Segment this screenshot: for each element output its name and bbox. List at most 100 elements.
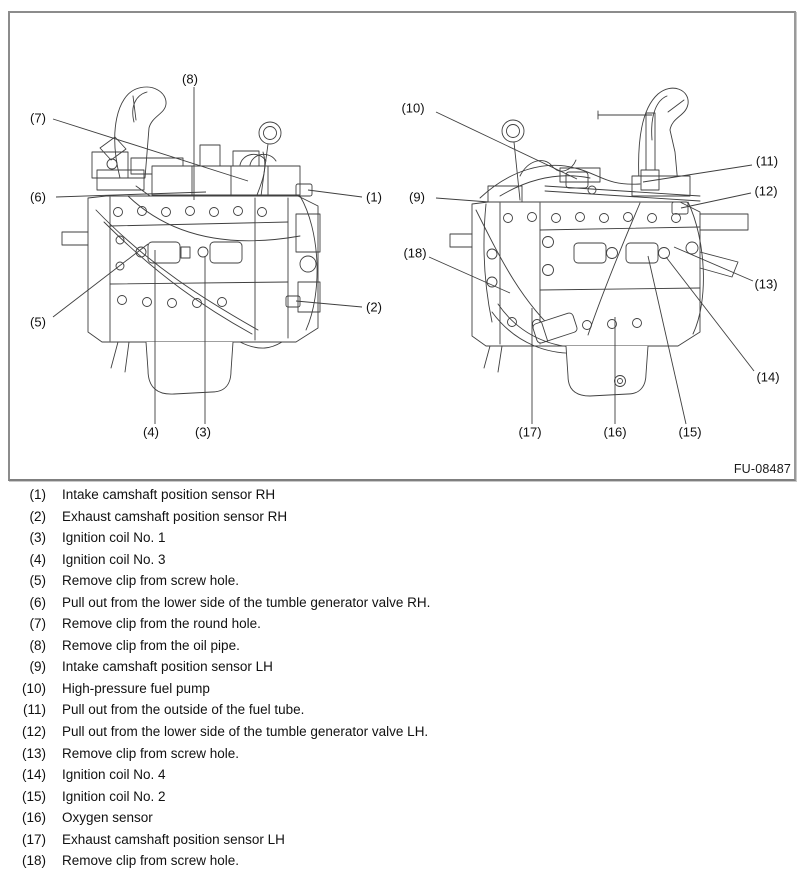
- legend-item-number: (18): [21, 853, 46, 869]
- legend-item-text: Ignition coil No. 3: [62, 551, 166, 567]
- callout-label-9: (9): [409, 190, 425, 205]
- callout-label-13: (13): [754, 277, 777, 292]
- legend-item-number: (3): [29, 530, 47, 546]
- legend-item-number: (16): [21, 810, 46, 826]
- legend-item: (8) Remove clip from the oil pipe.: [0, 635, 805, 657]
- legend-item-text: Ignition coil No. 2: [62, 788, 166, 804]
- callout-label-7: (7): [30, 111, 46, 126]
- callout-label-8: (8): [182, 72, 198, 87]
- legend-item: (4) Ignition coil No. 3: [0, 549, 805, 571]
- legend-list: (1) Intake camshaft position sensor RH (2)…: [0, 484, 805, 870]
- callout-label-6: (6): [30, 190, 46, 205]
- legend-item-text: Remove clip from screw hole.: [62, 853, 240, 869]
- callout-label-10: (10): [401, 101, 424, 116]
- legend-item: (5) Remove clip from screw hole.: [0, 570, 805, 592]
- legend-item-number: (8): [29, 637, 47, 653]
- leader-line-1: [307, 189, 363, 198]
- legend-item-text: High-pressure fuel pump: [62, 680, 210, 696]
- legend-item: (2) Exhaust camshaft position sensor RH: [0, 506, 805, 528]
- leader-line-9: [435, 197, 490, 203]
- callout-label-3: (3): [195, 425, 211, 440]
- legend-item-number: (11): [22, 702, 46, 718]
- legend-item: (17) Exhaust camshaft position sensor LH: [0, 829, 805, 851]
- callout-label-17: (17): [518, 425, 541, 440]
- leader-line-6: [55, 191, 207, 198]
- leader-line-5: [52, 243, 149, 318]
- legend-item-text: Remove clip from screw hole.: [62, 573, 240, 589]
- legend-item: (13) Remove clip from screw hole.: [0, 743, 805, 765]
- legend-item-text: Ignition coil No. 1: [62, 530, 166, 546]
- leader-line-14: [665, 256, 755, 372]
- callout-label-4: (4): [143, 425, 159, 440]
- callout-label-5: (5): [30, 315, 46, 330]
- legend-item: (6) Pull out from the lower side of the t…: [0, 592, 805, 614]
- legend-item-number: (4): [29, 551, 47, 567]
- legend-item: (10) High-pressure fuel pump: [0, 678, 805, 700]
- callout-label-14: (14): [756, 370, 779, 385]
- oil-pan-lh: [565, 345, 649, 397]
- engine-diagram: (1) (2) (3) (4) (5) (6) (7) (8) (9) (10) (11) (12) (…: [30, 72, 780, 440]
- leader-line-13: [673, 246, 754, 282]
- handle-rod: [597, 110, 660, 191]
- ignition-coils-lh: [573, 242, 670, 264]
- leader-line-18: [428, 256, 511, 294]
- engine-drawing-lh: [449, 87, 749, 397]
- callout-label-1: (1): [366, 190, 382, 205]
- legend-item-text: Intake camshaft position sensor RH: [62, 487, 276, 502]
- high-pressure-fuel-pump: [565, 171, 589, 189]
- oxygen-sensor: [532, 312, 578, 344]
- legend-item-number: (13): [21, 745, 46, 761]
- legend-item-number: (2): [29, 508, 47, 524]
- legend-item: (16) Oxygen sensor: [0, 807, 805, 829]
- legend-item-number: (14): [21, 767, 46, 783]
- legend-item-text: Exhaust camshaft position sensor LH: [62, 831, 285, 847]
- dipstick-rh: [256, 121, 282, 197]
- legend-item-text: Ignition coil No. 4: [62, 767, 166, 783]
- legend-item: (15) Ignition coil No. 2: [0, 786, 805, 808]
- legend-item: (1) Intake camshaft position sensor RH: [0, 484, 805, 506]
- legend-item-text: Remove clip from the oil pipe.: [62, 637, 240, 653]
- leader-line-2: [295, 300, 363, 308]
- legend-item-text: Remove clip from the round hole.: [62, 616, 261, 632]
- engine-drawing-rh: [61, 86, 321, 395]
- callout-label-18: (18): [403, 246, 426, 261]
- legend-item: (18) Remove clip from screw hole.: [0, 850, 805, 870]
- legend-item-text: Pull out from the lower side of the tumb…: [62, 594, 431, 610]
- leader-line-11: [642, 164, 753, 183]
- callout-label-2: (2): [366, 300, 382, 315]
- legend-item-number: (1): [29, 487, 47, 502]
- legend-item-number: (15): [21, 788, 46, 804]
- legend-item-number: (9): [29, 659, 47, 675]
- legend-item-number: (7): [29, 616, 47, 632]
- leader-line-12: [680, 192, 752, 209]
- legend-item-number: (17): [21, 831, 46, 847]
- leader-line-10: [435, 111, 578, 180]
- legend-item-text: Oxygen sensor: [62, 810, 153, 826]
- legend-item: (12) Pull out from the lower side of the …: [0, 721, 805, 743]
- legend-item-text: Pull out from the outside of the fuel tu…: [62, 702, 305, 718]
- legend-item: (7) Remove clip from the round hole.: [0, 613, 805, 635]
- oil-pan-rh: [145, 341, 234, 395]
- legend-item: (14) Ignition coil No. 4: [0, 764, 805, 786]
- leader-line-15: [647, 255, 687, 425]
- callout-layer: (1) (2) (3) (4) (5) (6) (7) (8) (9) (10) (11) (12) (…: [30, 72, 780, 440]
- legend-item-number: (6): [29, 594, 47, 610]
- callout-label-16: (16): [603, 425, 626, 440]
- callout-label-11: (11): [756, 154, 778, 169]
- legend-item-text: Exhaust camshaft position sensor RH: [62, 508, 288, 524]
- legend-item-text: Intake camshaft position sensor LH: [62, 659, 273, 675]
- legend-item: (3) Ignition coil No. 1: [0, 527, 805, 549]
- legend-item: (9) Intake camshaft position sensor LH: [0, 656, 805, 678]
- callout-label-12: (12): [754, 184, 777, 199]
- legend-item-text: Pull out from the lower side of the tumb…: [62, 724, 429, 740]
- legend-item: (11) Pull out from the outside of the fue…: [0, 699, 805, 721]
- legend-item-number: (12): [21, 724, 46, 740]
- intake-duct: [114, 86, 167, 179]
- leader-line-7: [52, 118, 249, 182]
- legend-item-number: (5): [29, 573, 47, 589]
- legend-item-text: Remove clip from screw hole.: [62, 745, 240, 761]
- dipstick-lh: [501, 119, 525, 201]
- callout-label-15: (15): [678, 425, 701, 440]
- legend-item-number: (10): [21, 680, 46, 696]
